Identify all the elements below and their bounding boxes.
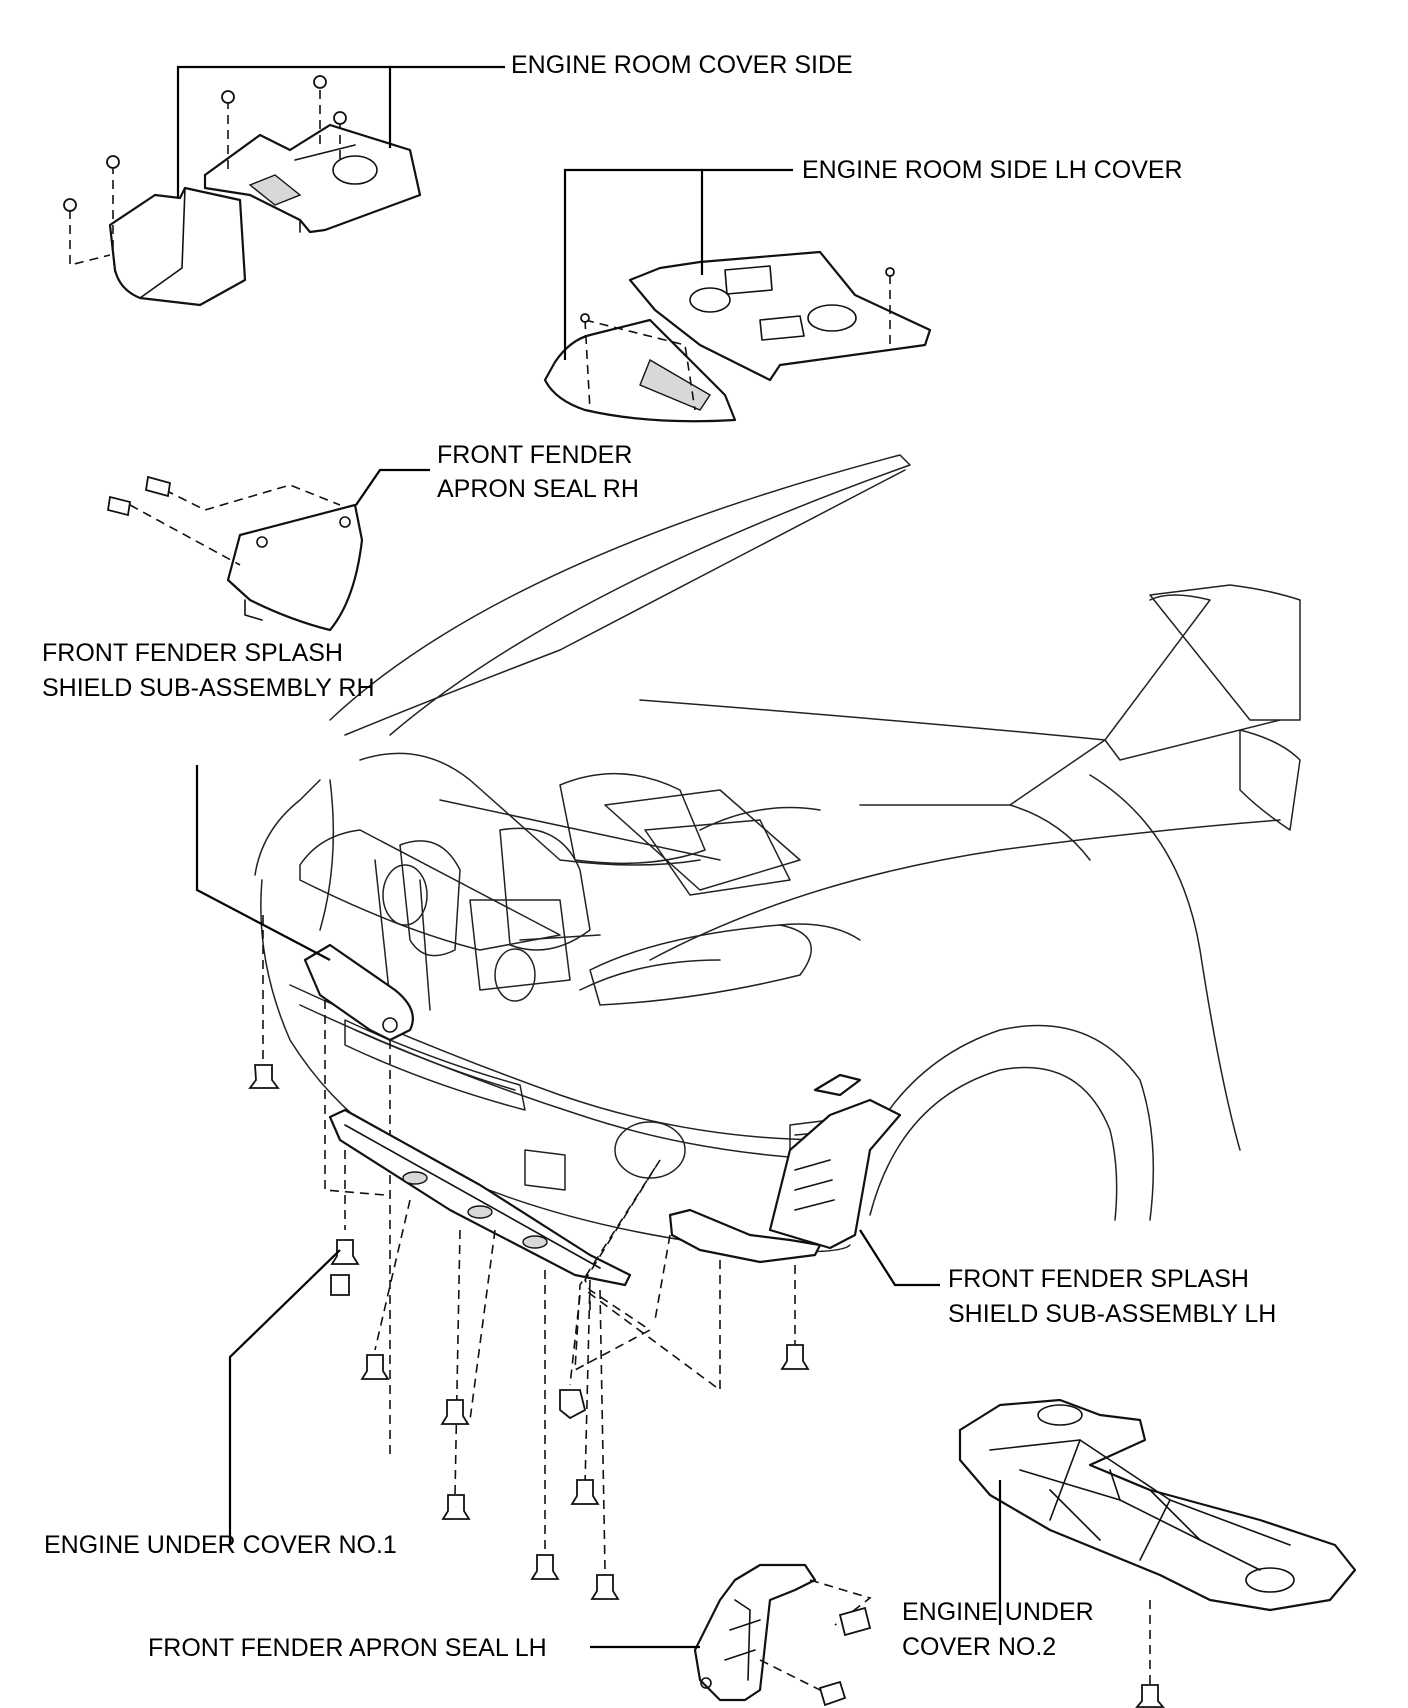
front-fender-splash-shield-rh-part — [248, 915, 414, 1460]
callout-labels: ENGINE ROOM COVER SIDE ENGINE ROOM SIDE … — [42, 51, 1276, 1662]
engine-room-cover-side-part — [108, 123, 422, 307]
label-front-fender-splash-shield-lh-line1: FRONT FENDER SPLASH — [948, 1265, 1249, 1293]
label-engine-room-cover-side: ENGINE ROOM COVER SIDE — [511, 51, 853, 79]
engine-under-cover-no1-part — [328, 1108, 721, 1600]
engine-room-cover-clips — [63, 75, 347, 267]
label-engine-under-cover-no2-line2: COVER NO.2 — [902, 1633, 1056, 1661]
label-front-fender-apron-seal-lh: FRONT FENDER APRON SEAL LH — [148, 1634, 547, 1662]
label-front-fender-splash-shield-lh-line2: SHIELD SUB-ASSEMBLY LH — [948, 1300, 1276, 1328]
label-front-fender-splash-shield-rh-line1: FRONT FENDER SPLASH — [42, 639, 343, 667]
engine-room-side-lh-cover-part — [543, 250, 932, 423]
leader-lines — [176, 65, 1002, 1649]
front-fender-apron-seal-lh-part — [693, 1563, 872, 1707]
engine-under-cover-no2-part — [958, 1398, 1357, 1708]
label-engine-room-side-lh-cover: ENGINE ROOM SIDE LH COVER — [802, 156, 1183, 184]
label-front-fender-splash-shield-rh-line2: SHIELD SUB-ASSEMBLY RH — [42, 674, 375, 702]
label-engine-under-cover-no1: ENGINE UNDER COVER NO.1 — [44, 1531, 397, 1559]
front-fender-splash-shield-lh-part — [654, 1073, 902, 1370]
label-front-fender-apron-seal-rh-line1: FRONT FENDER — [437, 441, 632, 469]
vehicle-body-outline — [254, 454, 1301, 1253]
label-engine-under-cover-no2-line1: ENGINE UNDER — [902, 1598, 1094, 1626]
front-fender-apron-seal-rh-part — [106, 475, 364, 632]
label-front-fender-apron-seal-rh-line2: APRON SEAL RH — [437, 475, 639, 503]
